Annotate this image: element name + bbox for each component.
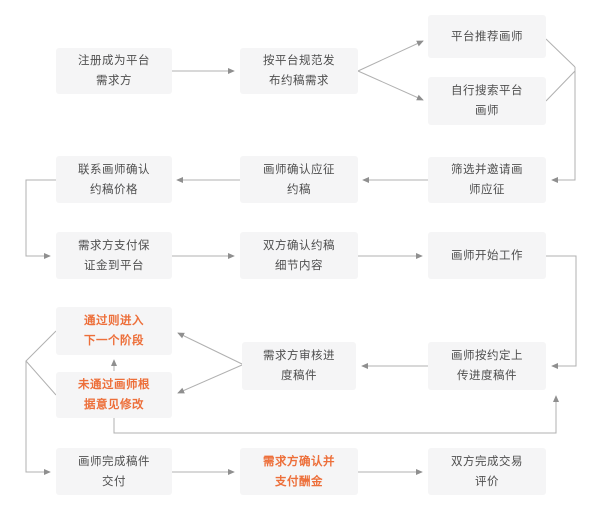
connector-publish-to-selfsearch: [357, 70, 424, 101]
connector-contact-to-deposit: [25, 179, 56, 260]
node-label: 细节内容: [275, 259, 323, 272]
node-label: 约稿价格: [90, 183, 138, 196]
node-label: 需求方支付保: [78, 239, 150, 252]
node-label: 师应征: [469, 184, 505, 196]
node-label: 证金到平台: [84, 259, 144, 272]
node-label: 画师确认应征: [263, 163, 335, 176]
node-label: 交付: [102, 475, 126, 488]
flow-node-artist-delivers-final: 画师完成稿件 交付: [56, 448, 172, 495]
connector-startwork-to-upload: [546, 255, 577, 370]
flow-node-demander-reviews-progress: 需求方审核进 度稿件: [242, 342, 356, 390]
node-label: 通过则进入: [84, 315, 144, 327]
node-label: 支付酬金: [275, 475, 323, 488]
node-label: 筛选并邀请画: [451, 164, 523, 176]
node-label: 画师完成稿件: [78, 455, 150, 468]
connector-publish-to-recommend: [357, 40, 424, 72]
node-label: 下一个阶段: [84, 335, 144, 347]
flow-node-confirm-commission-details: 双方确认约稿 细节内容: [240, 232, 358, 279]
node-label: 按平台规范发: [263, 55, 335, 67]
flow-node-publish-commission-request: 按平台规范发 布约稿需求: [240, 48, 358, 94]
connector-review-to-fail: [177, 364, 243, 394]
flow-node-both-complete-transaction-review: 双方完成交易 评价: [428, 448, 546, 495]
connector-selfsearch-merge: [545, 70, 576, 102]
connector-review-to-pass: [177, 332, 243, 365]
connector-recommend-merge: [545, 38, 576, 68]
flow-node-self-search-platform-artists: 自行搜索平台 画师: [428, 77, 546, 125]
node-label: 双方完成交易: [451, 455, 523, 468]
node-label: 未通过画师根: [78, 379, 150, 391]
flow-node-fail-artist-revises: 未通过画师根 据意见修改: [56, 372, 172, 418]
connector-pass-fail-merge: [25, 330, 57, 396]
node-label: 双方确认约稿: [263, 239, 335, 252]
node-label: 需求方: [96, 75, 132, 87]
node-label: 布约稿需求: [269, 75, 329, 87]
connector-merge-to-deliver: [25, 361, 51, 476]
flow-node-artist-starts-work: 画师开始工作: [428, 232, 546, 279]
node-label: 平台推荐画师: [451, 30, 523, 43]
node-label: 画师按约定上: [451, 350, 523, 362]
node-label: 据意见修改: [84, 399, 144, 411]
node-label: 需求方确认并: [263, 455, 335, 468]
node-label: 画师开始工作: [451, 249, 523, 262]
flow-node-contact-artist-confirm-price: 联系画师确认 约稿价格: [56, 156, 172, 203]
flow-node-demander-confirms-and-pays: 需求方确认并 支付酬金: [240, 448, 358, 495]
flow-node-artist-uploads-progress: 画师按约定上 传进度稿件: [428, 342, 546, 390]
flow-node-pass-enter-next-stage: 通过则进入 下一个阶段: [56, 307, 172, 355]
node-label: 评价: [475, 475, 499, 488]
node-label: 画师: [475, 105, 499, 117]
node-label: 需求方审核进: [263, 350, 335, 362]
flow-node-register-as-demander: 注册成为平台 需求方: [56, 48, 172, 94]
node-label: 注册成为平台: [78, 55, 150, 67]
node-label: 联系画师确认: [78, 163, 150, 176]
flow-node-artist-confirms-application: 画师确认应征 约稿: [240, 156, 358, 203]
node-label: 自行搜索平台: [451, 85, 523, 97]
connector-merge-to-screen: [551, 67, 576, 184]
flow-node-screen-and-invite-artists: 筛选并邀请画 师应征: [428, 157, 546, 203]
node-label: 传进度稿件: [457, 370, 517, 382]
flow-node-platform-recommends-artists: 平台推荐画师: [428, 15, 546, 58]
node-label: 度稿件: [281, 370, 317, 382]
node-label: 约稿: [287, 183, 311, 196]
flow-node-demander-pays-deposit: 需求方支付保 证金到平台: [56, 232, 172, 279]
connector-fail-loop-to-upload: [113, 395, 560, 434]
